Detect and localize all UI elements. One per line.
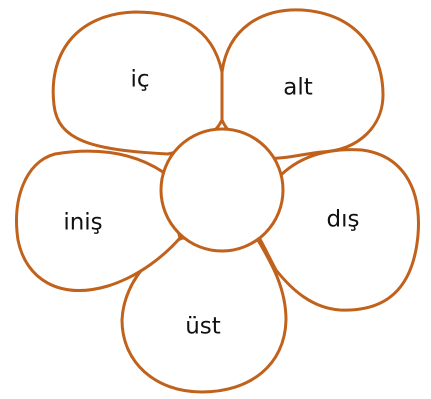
flower-outline — [15, 8, 420, 394]
petal-label-top-right: alt — [283, 75, 313, 101]
petal-label-top-left: iç — [130, 67, 149, 93]
petal-label-right: dış — [327, 207, 360, 233]
petal-bottom — [120, 236, 288, 394]
flower-center — [159, 127, 285, 253]
petal-label-bottom: üst — [185, 314, 221, 340]
petal-right — [256, 148, 420, 312]
petal-label-left: iniş — [63, 210, 102, 236]
petal-left — [15, 149, 182, 292]
